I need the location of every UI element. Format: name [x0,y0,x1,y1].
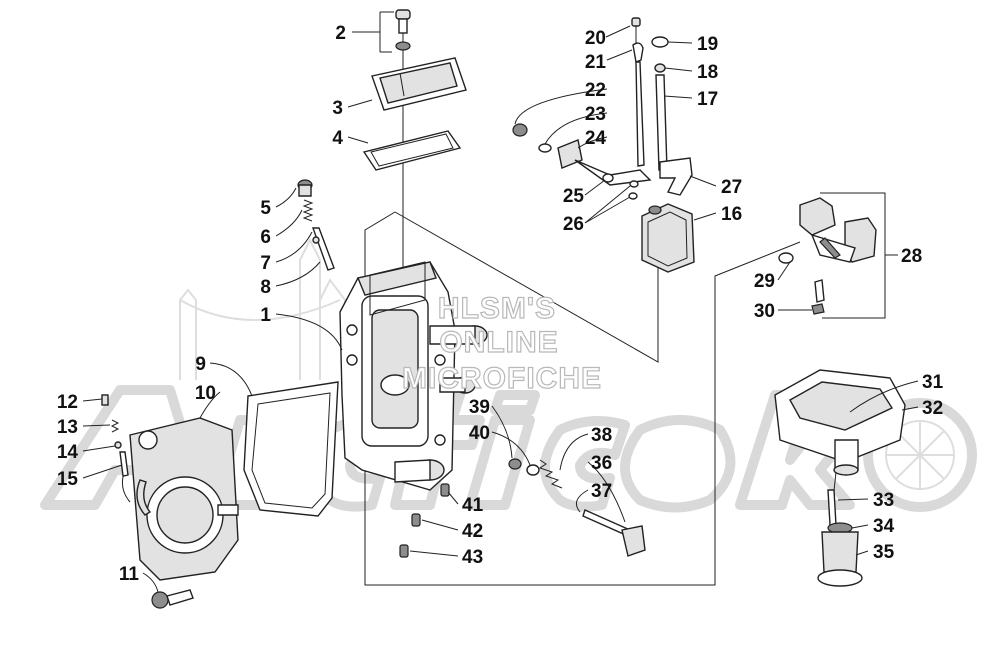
callout-40: 40 [469,423,490,444]
leader-lines [82,11,919,593]
intake-flange-10 [121,417,239,581]
callout-35: 35 [873,542,895,563]
callout-16: 16 [721,204,742,225]
drain-plug-assembly [817,471,863,587]
watermark-line-2: ONLINE [439,326,558,359]
pilot-screw-assembly [297,179,335,271]
float-bowl-31 [774,369,906,476]
screw-2 [395,9,411,51]
carburetor-body [339,261,488,491]
callout-15: 15 [57,469,79,490]
jet-assembly [399,458,646,558]
callout-12: 12 [57,392,78,413]
callout-11: 11 [119,564,140,585]
callout-24: 24 [585,128,607,149]
callout-22: 22 [585,80,606,101]
watermark-line-1: HLSM'S [438,292,556,325]
callout-25: 25 [563,186,585,207]
callout-31: 31 [922,372,944,393]
top-cover-3 [371,57,467,111]
throttle-lever-assembly [512,17,695,273]
callout-42: 42 [462,521,483,542]
callout-4: 4 [332,128,343,149]
callout-5: 5 [260,198,271,219]
callout-34: 34 [873,516,895,537]
callout-39: 39 [469,397,490,418]
callout-8: 8 [260,277,271,298]
callout-37: 37 [591,481,612,502]
screw-11 [151,589,194,609]
callout-2: 2 [335,23,346,44]
callout-9: 9 [195,354,206,375]
callout-10: 10 [195,383,216,404]
callout-21: 21 [585,52,607,73]
callout-19: 19 [697,34,718,55]
gasket-9 [243,381,339,517]
callout-23: 23 [585,104,606,125]
callout-29: 29 [754,271,775,292]
callout-7: 7 [260,253,271,274]
callout-43: 43 [462,547,483,568]
top-cover-assembly [362,9,467,275]
callout-17: 17 [697,89,718,110]
callout-6: 6 [260,227,271,248]
callout-1: 1 [260,305,271,326]
callout-20: 20 [585,28,606,49]
callout-13: 13 [57,417,78,438]
callout-30: 30 [754,301,775,322]
callout-labels: 2 3 4 5 6 7 8 1 9 10 12 13 14 15 11 20 2… [57,23,944,585]
throttle-slide-16 [641,203,695,273]
watermark-line-3: MICROFICHE [402,362,602,395]
float-assembly-28 [778,197,877,315]
callout-32: 32 [922,398,943,419]
needle-parts-left [101,394,129,477]
callout-41: 41 [462,495,484,516]
callout-18: 18 [697,62,718,83]
callout-38: 38 [591,425,612,446]
callout-26: 26 [563,214,584,235]
callout-36: 36 [591,453,612,474]
callout-27: 27 [721,177,742,198]
gasket-4 [362,130,462,171]
callout-28: 28 [901,246,922,267]
callout-3: 3 [332,98,343,119]
callout-14: 14 [57,442,79,463]
callout-33: 33 [873,490,894,511]
watermark-text: HLSM'S ONLINE MICROFICHE [401,291,602,395]
